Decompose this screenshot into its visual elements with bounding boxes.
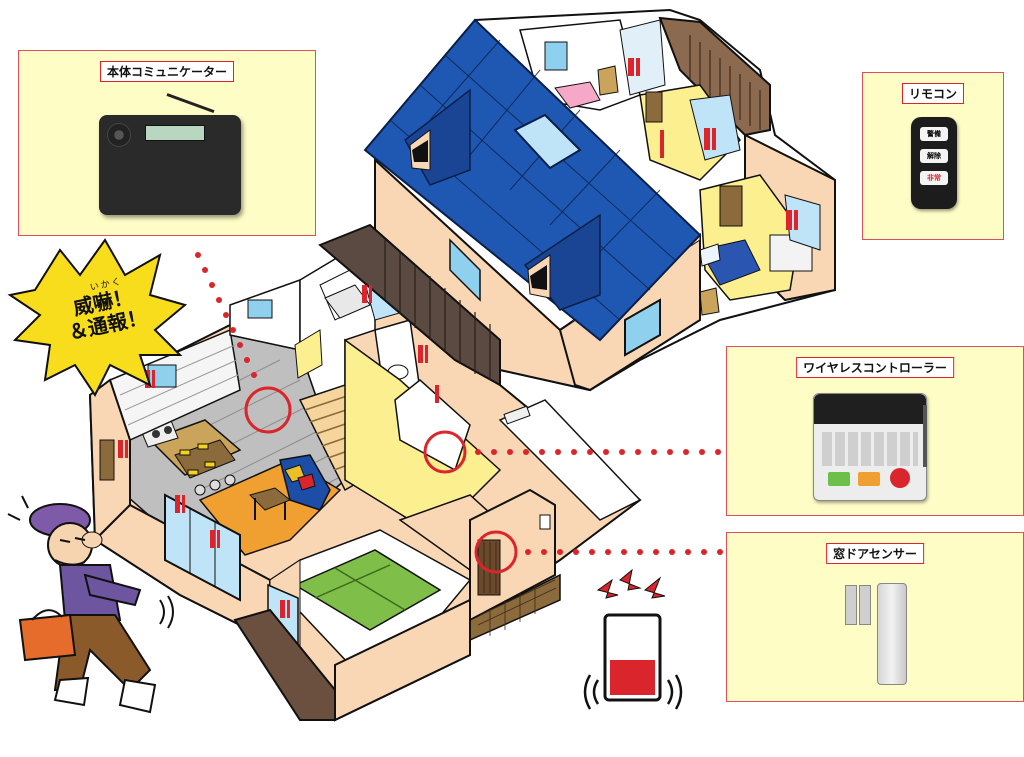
phone-alert-icon [583,568,683,710]
communicator-panel: 本体コミュニケーター [18,50,316,236]
remote-device-image: 警備 解除 非常 [911,117,957,209]
sensor-magnet-image [845,585,857,625]
controller-device-image [813,393,927,501]
remote-title: リモコン [901,83,965,104]
ground-floor-house [88,223,642,722]
communicator-device-image [99,93,241,215]
controller-panel: ワイヤレスコントローラー [726,346,1024,516]
controller-red-button[interactable] [890,468,910,488]
controller-location-marker [423,430,467,474]
sensor-panel: 窓ドアセンサー [726,532,1024,702]
communicator-antenna [166,93,215,114]
threat-burst-shape [7,238,188,397]
remote-button-arm: 警備 [920,127,948,141]
controller-antenna [923,405,927,467]
communicator-screen [145,125,205,141]
controller-orange-button[interactable] [858,472,880,486]
controller-green-button[interactable] [828,472,850,486]
communicator-location-marker [244,386,292,434]
speaker-grille-icon [107,123,131,147]
controller-leader-line [475,449,721,455]
controller-button-grid [822,432,918,466]
controller-top-panel [814,394,926,424]
sensor-magnet-image-2 [859,585,871,625]
upper-floor-house [363,8,836,392]
burglar-figure [7,495,174,714]
controller-title: ワイヤレスコントローラー [796,357,954,378]
remote-button-emergency: 非常 [920,171,948,185]
remote-panel: リモコン 警備 解除 非常 [862,72,1004,240]
communicator-title: 本体コミュニケーター [99,61,235,82]
remote-button-disarm: 解除 [920,149,948,163]
door-sensor-location-marker [474,530,518,574]
sensor-leader-line [525,549,723,555]
communicator-leader-line [195,252,257,378]
sensor-body-image [877,583,907,685]
sensor-title: 窓ドアセンサー [826,543,924,564]
